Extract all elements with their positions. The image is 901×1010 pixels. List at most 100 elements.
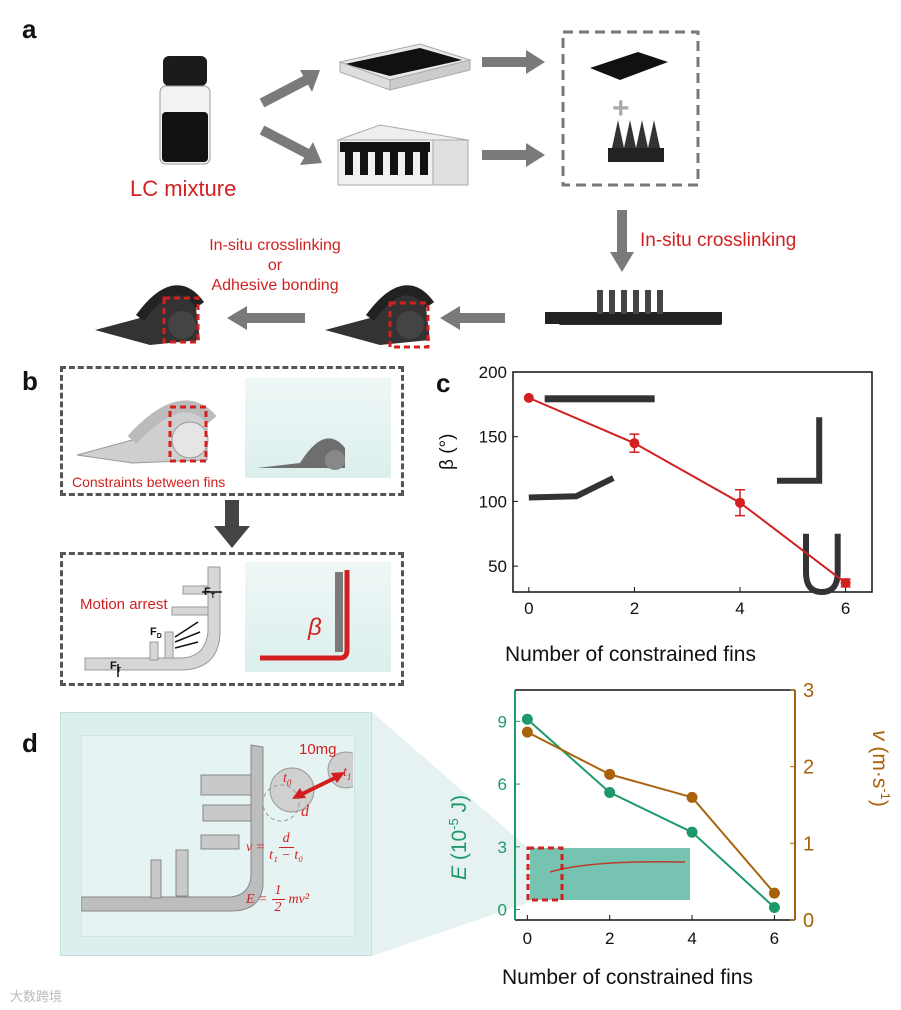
watermark: 大数跨境	[10, 989, 63, 1004]
e-rest: mv²	[288, 891, 310, 907]
force-ft-bottom: FT	[110, 660, 121, 674]
t1-sub: 1	[346, 771, 352, 782]
v-end: )	[868, 799, 891, 807]
robot-photo-beta-shape	[260, 570, 350, 661]
x-tick-label: 6	[770, 929, 779, 948]
energy-line	[526, 718, 776, 909]
crosslink-left-line3: Adhesive bonding	[211, 277, 339, 294]
x-tick-label: 0	[523, 929, 532, 948]
y-tick-label: 150	[479, 428, 507, 447]
v-unit: (m·s	[868, 740, 891, 789]
y-right-tick-label: 1	[803, 833, 814, 855]
inset-trajectory	[549, 860, 686, 873]
ft-bottom-sub: T	[116, 667, 122, 675]
flat-film	[590, 52, 668, 80]
e-frac: 1 2	[271, 883, 285, 916]
arrow-down-right	[259, 125, 322, 165]
arrow-down-b	[214, 500, 250, 548]
mass-label: 10mg	[299, 741, 337, 758]
y-right-tick-label: 0	[803, 910, 814, 932]
robot-photo-bottom	[245, 562, 391, 672]
energy-point	[686, 826, 698, 838]
y-tick-label: 200	[479, 363, 507, 382]
ft-bottom-f: F	[110, 660, 117, 672]
x-tick-label: 6	[841, 599, 850, 618]
chart-beta: 0 2 4 6 50 100 150 200	[479, 363, 873, 618]
x-tick-label: 4	[687, 929, 696, 948]
panel-label-d: d	[22, 728, 38, 758]
energy-point	[521, 713, 533, 725]
config-right-angle-icon	[776, 417, 823, 484]
curled-robot-crosslinked	[325, 285, 435, 349]
arrow-down	[610, 210, 634, 272]
e-exp: -5	[446, 818, 461, 830]
x-tick-label: 2	[630, 599, 639, 618]
y-tick-label: 100	[479, 492, 507, 511]
beta-line	[528, 396, 847, 584]
x-tick-label: 0	[524, 599, 533, 618]
v-num: d	[278, 831, 294, 848]
fd-sub: D	[156, 633, 162, 641]
v-exp: -1	[878, 788, 893, 800]
t1-t: t	[343, 765, 347, 780]
y-right-tick-label: 2	[803, 757, 814, 779]
panel-b-top-box	[60, 366, 404, 496]
arrow-left-2	[227, 306, 305, 330]
config-flat-icon	[544, 395, 655, 403]
arrow-right-bottom	[482, 143, 545, 167]
chart-c-xlabel: Number of constrained fins	[505, 643, 756, 666]
zoom-robot-render	[81, 744, 353, 912]
panel-label-b: b	[22, 366, 38, 396]
chart-d-xlabel: Number of constrained fins	[502, 966, 753, 989]
motion-arrest-label: Motion arrest	[80, 596, 168, 613]
velocity-formula: v = d t₁ − t₀	[246, 831, 303, 864]
e-den: 2	[274, 900, 282, 915]
lc-vial	[159, 56, 211, 165]
arrow-right-top	[482, 50, 545, 74]
e-num: 1	[271, 883, 285, 900]
t1-label: t1	[343, 765, 351, 782]
ft-top-sub: T	[210, 593, 216, 601]
beta-point	[523, 392, 534, 403]
beta-point	[840, 577, 851, 588]
energy-point	[768, 901, 780, 913]
panel-label-a: a	[22, 14, 37, 44]
beta-label: β	[308, 614, 322, 641]
t0-label: t0	[283, 771, 291, 788]
y-tick-label: 50	[488, 557, 507, 576]
velocity-point	[768, 887, 780, 899]
arrow-up-right	[259, 70, 320, 108]
y-left-tick-label: 3	[498, 838, 507, 857]
crosslink-label-right: In-situ crosslinking	[640, 230, 797, 251]
chart-d-ylabel-left: E (10-5 J)	[446, 795, 472, 880]
e-unit: (10	[448, 829, 471, 866]
velocity-point	[686, 791, 698, 803]
x-tick-label: 2	[605, 929, 614, 948]
velocity-point	[521, 726, 533, 738]
crosslink-left-line2: or	[267, 257, 283, 274]
robot-constraint-render	[76, 400, 217, 464]
panel-a-illustration	[95, 30, 722, 349]
beta-point	[735, 497, 746, 508]
lc-mixture-label: LC mixture	[130, 176, 237, 201]
velocity-point	[604, 768, 616, 780]
v-frac: d t₁ − t₀	[269, 831, 303, 864]
crosslink-label-left: In-situ crosslinking or Adhesive bonding	[195, 236, 355, 296]
panel-label-c: c	[436, 368, 451, 398]
robot-photo-shape	[257, 438, 345, 470]
panel-b-bottom-box	[60, 552, 404, 686]
robot-photo-top	[245, 378, 391, 478]
curled-robot-bonded	[95, 285, 205, 345]
finned-strip	[545, 290, 722, 325]
beta-point	[629, 438, 640, 449]
fd-f: F	[150, 626, 157, 638]
x-tick-label: 4	[735, 599, 744, 618]
energy-formula: E = 1 2 mv²	[246, 883, 309, 916]
v-den: t₁ − t₀	[269, 848, 304, 863]
distance-label: d	[301, 803, 309, 820]
force-diagram	[84, 566, 222, 677]
config-u-shape-icon	[803, 533, 841, 596]
force-fd: FD	[150, 626, 162, 640]
